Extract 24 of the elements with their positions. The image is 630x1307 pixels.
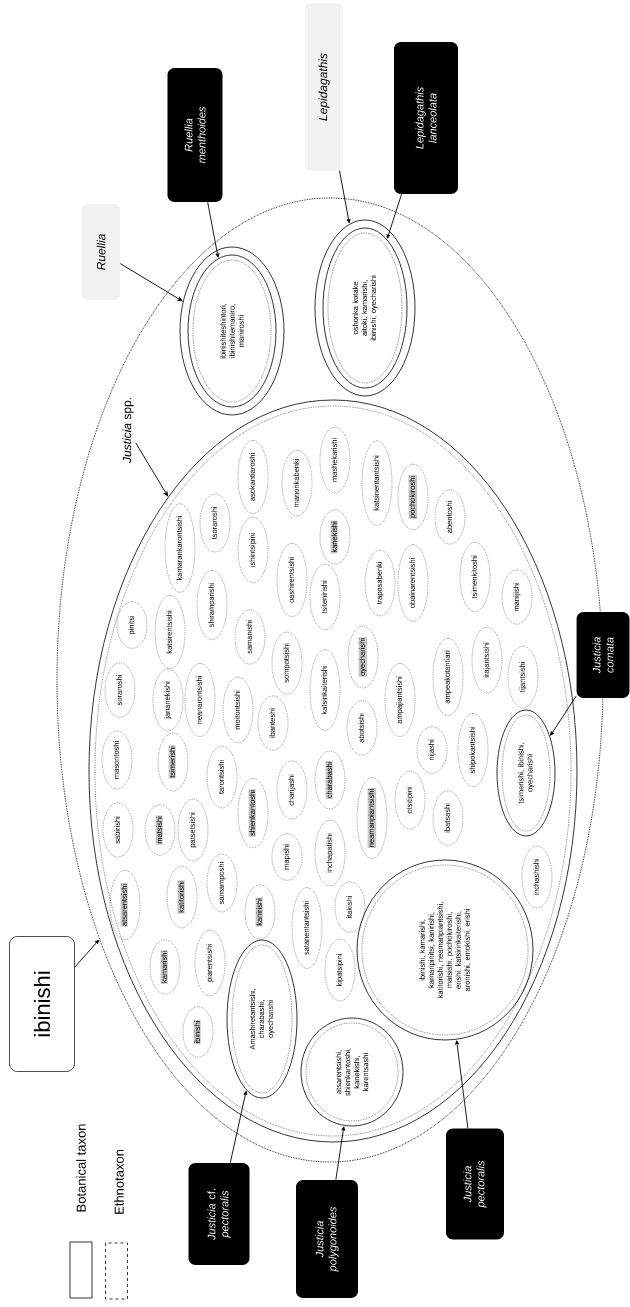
taxon-label: Justicia comata — [576, 612, 630, 698]
arrow — [550, 695, 577, 736]
legend-label: Botanical taxon — [76, 1124, 86, 1212]
title-box: ibinishi — [9, 936, 75, 1072]
taxon-label: Justicia pectoralis — [446, 1128, 504, 1240]
arrow — [339, 170, 351, 224]
taxon-label: Ruellia — [82, 204, 120, 300]
arrow — [455, 1040, 469, 1129]
legend-label: Ethnotaxon — [114, 1149, 124, 1214]
taxon-ellipse — [88, 399, 578, 1143]
taxon-label: Justicia polygonoides — [296, 1180, 358, 1298]
arrow — [119, 263, 183, 302]
arrow — [207, 201, 220, 258]
arrow — [335, 1126, 346, 1181]
arrow — [135, 442, 168, 497]
taxon-label: Ruellia menthoides — [167, 68, 223, 202]
arrow — [229, 1090, 248, 1164]
taxon-ellipse — [179, 246, 285, 416]
arrow — [386, 193, 402, 239]
arrow — [74, 939, 100, 968]
taxon-ellipse — [314, 219, 416, 397]
taxon-label: Lepidagathis lanceolata — [394, 42, 458, 194]
taxon-label: Lepidagathis — [305, 3, 343, 171]
taxon-label: Justicia spp. — [122, 398, 134, 464]
